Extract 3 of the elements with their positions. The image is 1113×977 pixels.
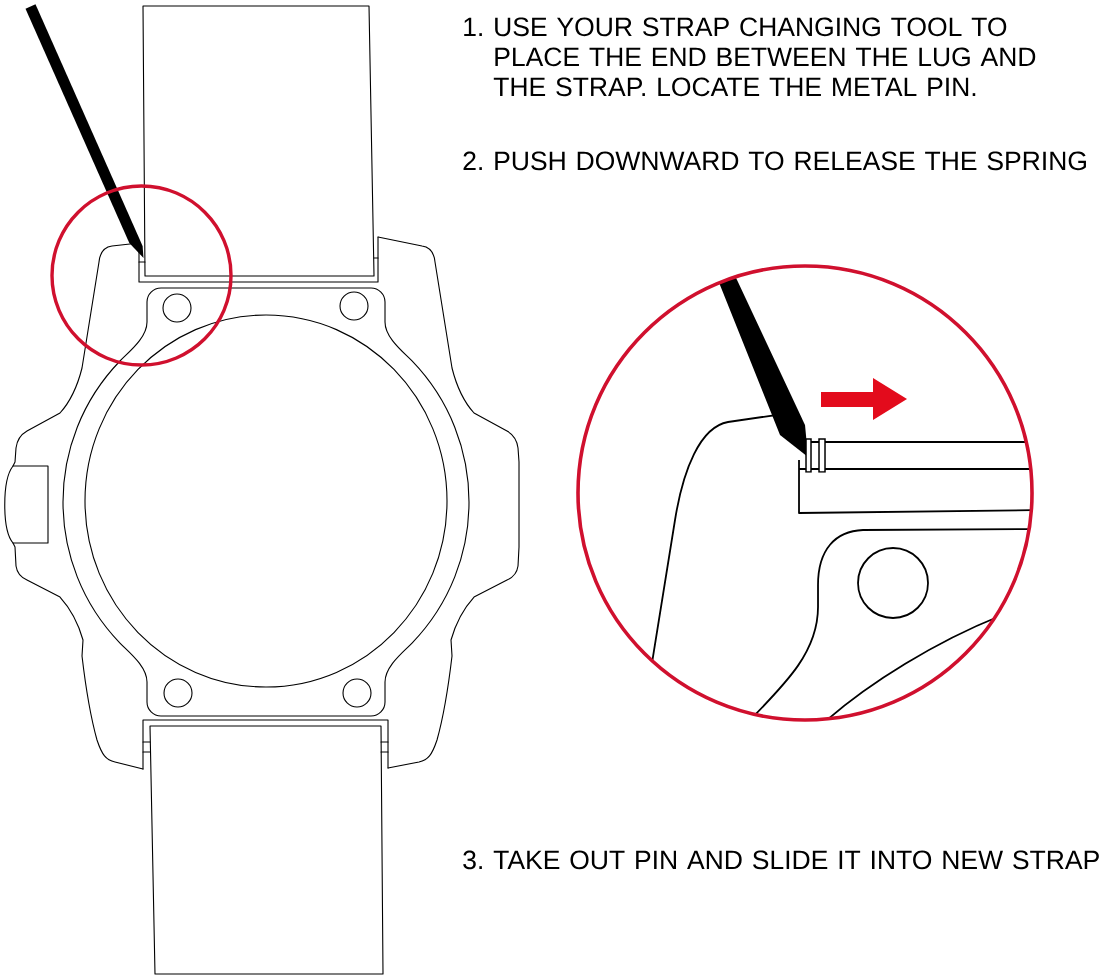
instruction-text: 2. PUSH DOWNWARD TO RELEASE THE SPRING — [463, 151, 1086, 171]
instruction-text: 3. TAKE OUT PIN AND SLIDE IT INTO NEW STRAP — [463, 850, 1099, 870]
instruction-text: 1. USE YOUR STRAP CHANGING TOOL TO PLACE THE END BETWEEN THE LUG AND THE STRAP. LOCATE THE METAL PIN. — [464, 17, 1036, 97]
